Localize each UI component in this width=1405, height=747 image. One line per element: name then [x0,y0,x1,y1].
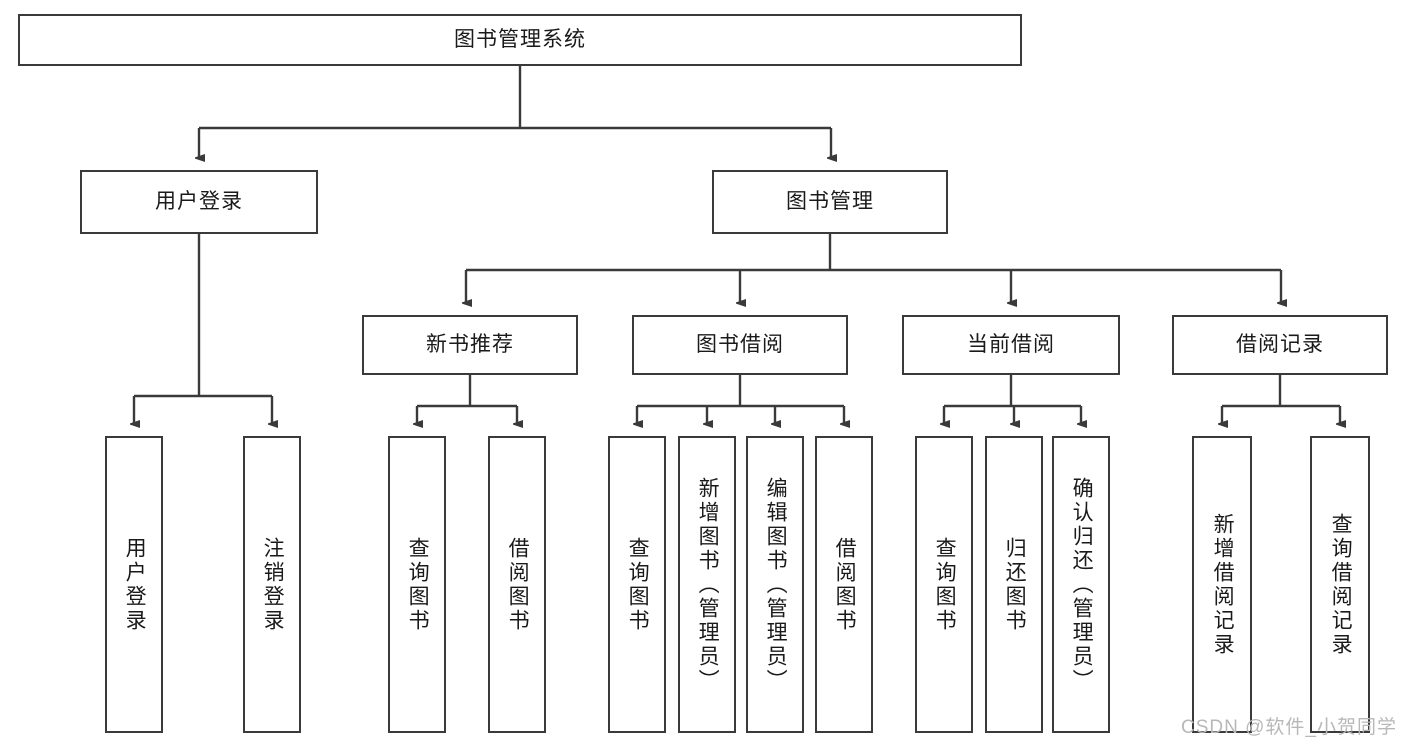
leaf-borrow-add-book-admin[interactable]: 新增图书（管理员） [678,436,736,733]
leaf-user-logout[interactable]: 注销登录 [243,436,301,733]
node-new-book-recommend[interactable]: 新书推荐 [362,315,578,375]
leaf-current-confirm-return-admin[interactable]: 确认归还（管理员） [1052,436,1110,733]
node-root[interactable]: 图书管理系统 [18,14,1022,66]
node-user-login[interactable]: 用户登录 [80,170,318,234]
leaf-current-query-book[interactable]: 查询图书 [915,436,973,733]
csdn-watermark: CSDN @软件_小贺同学 [1181,717,1397,738]
leaf-newbook-query-book[interactable]: 查询图书 [388,436,446,733]
node-borrow-record[interactable]: 借阅记录 [1172,315,1388,375]
leaf-record-query-record[interactable]: 查询借阅记录 [1310,436,1370,733]
node-current-borrow[interactable]: 当前借阅 [902,315,1120,375]
node-book-management[interactable]: 图书管理 [712,170,948,234]
leaf-borrow-lend-book[interactable]: 借阅图书 [815,436,873,733]
leaf-current-return-book[interactable]: 归还图书 [985,436,1043,733]
leaf-newbook-borrow-book[interactable]: 借阅图书 [488,436,546,733]
leaf-user-login[interactable]: 用户登录 [105,436,163,733]
node-book-borrow[interactable]: 图书借阅 [632,315,848,375]
leaf-record-add-record[interactable]: 新增借阅记录 [1192,436,1252,733]
leaf-borrow-edit-book-admin[interactable]: 编辑图书（管理员） [746,436,804,733]
leaf-borrow-query-book[interactable]: 查询图书 [608,436,666,733]
